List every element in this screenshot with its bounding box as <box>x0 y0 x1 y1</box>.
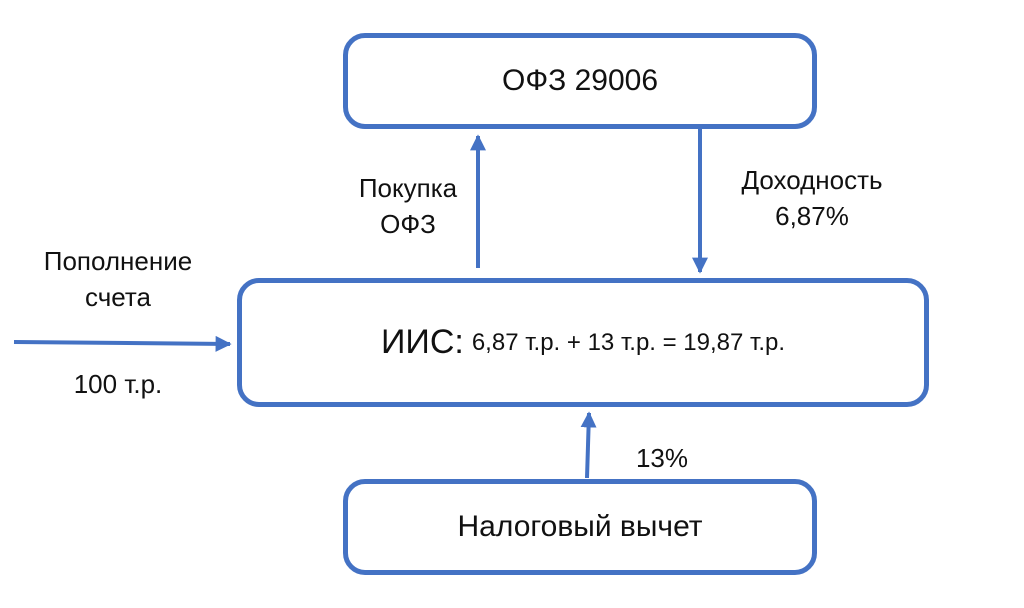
yield-label-line2: 6,87% <box>775 201 849 231</box>
deposit-label-line1: Пополнение <box>43 246 193 276</box>
purchase-label: Покупка ОФЗ <box>338 170 478 242</box>
deposit-label-line2: счета <box>85 282 151 312</box>
deposit-label: Пополнение счета <box>18 243 218 315</box>
arrow-deposit <box>13 335 232 352</box>
ofz-label: ОФЗ 29006 <box>501 64 659 97</box>
iis-node: ИИС: 6,87 т.р. + 13 т.р. = 19,87 т.р. <box>237 278 929 407</box>
yield-label-line1: Доходность <box>741 165 883 195</box>
arrow-deduction <box>580 411 597 479</box>
tax-deduction-node: Налоговый вычет <box>343 479 817 575</box>
ofz-node: ОФЗ 29006 <box>343 33 817 129</box>
iis-formula: 6,87 т.р. + 13 т.р. = 19,87 т.р. <box>471 328 786 356</box>
deposit-amount-label: 100 т.р. <box>73 369 163 399</box>
tax-deduction-label: Налоговый вычет <box>457 510 703 543</box>
purchase-label-line1: Покупка <box>358 173 458 203</box>
deduction-percent-label: 13% <box>635 443 689 473</box>
purchase-label-line2: ОФЗ <box>380 209 436 239</box>
yield-label: Доходность 6,87% <box>712 162 912 234</box>
iis-label: ИИС: <box>380 323 464 361</box>
